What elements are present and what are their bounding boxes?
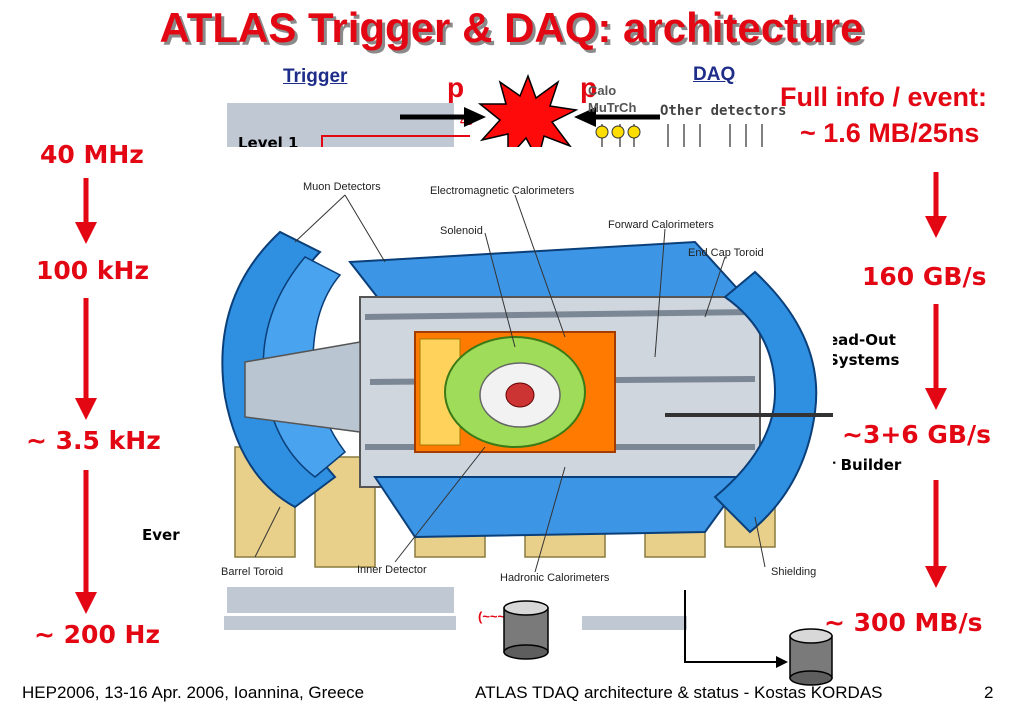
proton-right-label: p [580, 72, 598, 103]
label-forward-calorimeters: Forward Calorimeters [608, 219, 714, 231]
label-endcap-toroid: End Cap Toroid [688, 247, 764, 259]
label-shielding: Shielding [771, 566, 817, 578]
proton-left-arrow [400, 107, 486, 127]
rate-3-5khz: ~ 3.5 kHz [26, 426, 161, 455]
slide-title: ATLAS Trigger & DAQ: architecture [159, 4, 864, 51]
label-hadronic-calorimeters: Hadronic Calorimeters [500, 572, 610, 584]
arrow-down-right-3 [925, 480, 947, 588]
arrow-down-2 [75, 298, 97, 420]
full-info-line2: ~ 1.6 MB/25ns [800, 118, 980, 148]
rate-3-6gbs: ~3+6 GB/s [842, 420, 991, 449]
rate-100khz: 100 kHz [36, 256, 149, 285]
event-filter-label: Ever [142, 526, 180, 544]
atlas-detector-picture: Muon Detectors Electromagnetic Calorimet… [185, 147, 833, 587]
trigger-panel-footer-bar [224, 616, 456, 630]
arrow-down-3 [75, 470, 97, 614]
full-info-line1: Full info / event: [780, 82, 987, 112]
trigger-header: Trigger [283, 66, 348, 87]
footer-conference: HEP2006, 13-16 Apr. 2006, Ioannina, Gree… [22, 683, 365, 702]
rate-200hz: ~ 200 Hz [34, 620, 161, 649]
calo-mutrch-label: Calo MuTrCh [588, 83, 637, 115]
label-barrel-toroid: Barrel Toroid [221, 566, 284, 578]
other-detectors-label: Other detectors [660, 103, 787, 119]
label-em-calorimeters: Electromagnetic Calorimeters [430, 185, 575, 197]
footer-talk-title: ATLAS TDAQ architecture & status - Kosta… [475, 683, 883, 702]
event-builder-label: r Builder [828, 456, 902, 474]
rate-160gbs: 160 GB/s [862, 262, 987, 291]
readout-systems-label: ead-Out Systems [828, 330, 908, 370]
rate-300mbs: ~ 300 MB/s [824, 608, 983, 637]
storage-disk-icon [503, 600, 549, 660]
label-solenoid: Solenoid [440, 225, 483, 237]
proton-right-arrow [574, 107, 660, 127]
mass-storage-disk-icon [789, 628, 833, 686]
storage-connection-line [684, 590, 788, 668]
label-muon-detectors: Muon Detectors [303, 181, 381, 193]
atlas-detector-drawing [221, 194, 833, 573]
arrow-down-right-1 [925, 172, 947, 238]
label-inner-detector: Inner Detector [357, 564, 427, 576]
daq-header: DAQ [693, 64, 736, 85]
readout-systems-text: ead-Out Systems [828, 331, 900, 369]
collision-starburst-icon [478, 74, 578, 162]
arrow-down-right-2 [925, 304, 947, 410]
daq-panel-footer-bar [582, 616, 687, 630]
arrow-down-1 [75, 178, 97, 244]
footer-page-number: 2 [984, 683, 994, 702]
proton-left-label: p [447, 72, 465, 103]
rate-40mhz: 40 MHz [40, 140, 144, 169]
